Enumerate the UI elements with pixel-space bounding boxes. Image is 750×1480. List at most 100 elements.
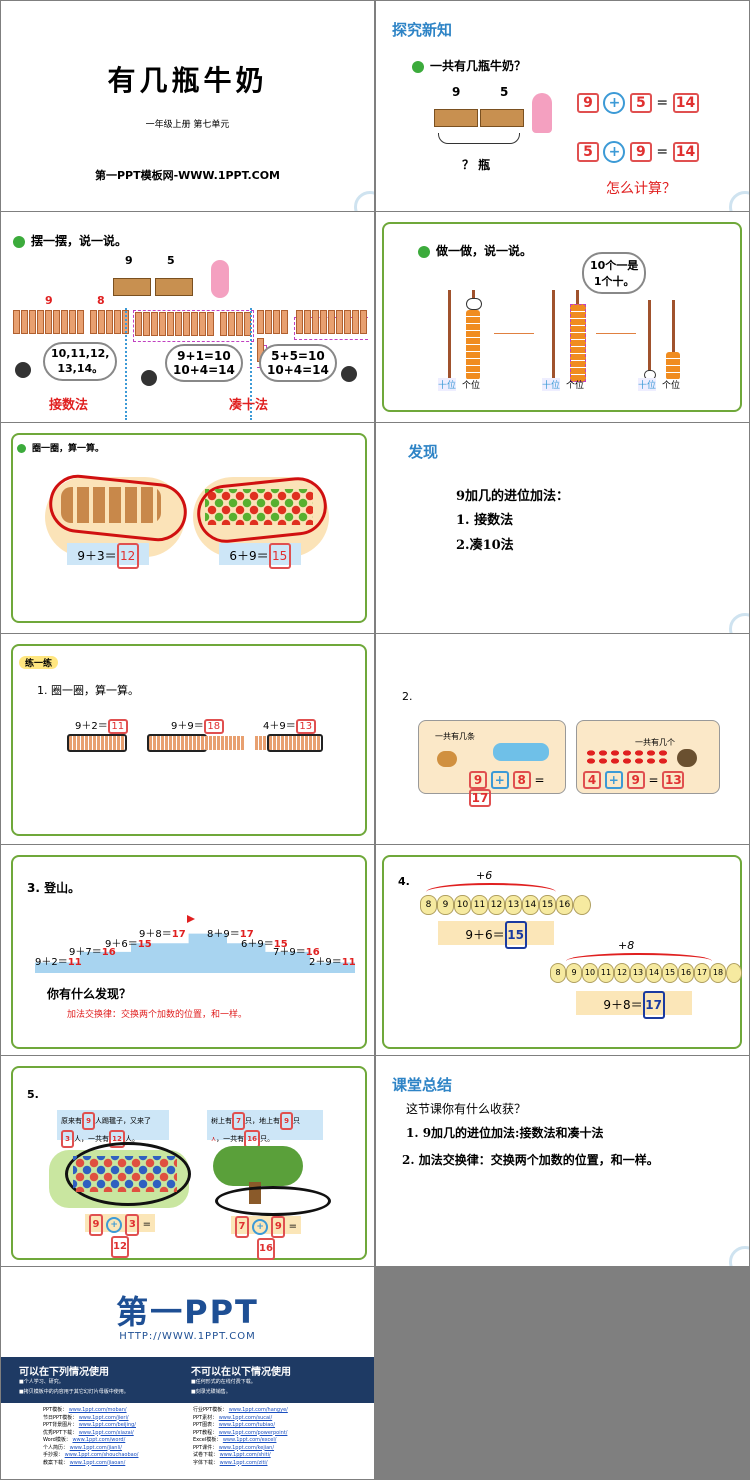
slide1-title: 有几瓶牛奶	[107, 64, 268, 97]
practice-badge: 练一练	[19, 656, 59, 669]
abacus-1	[442, 290, 486, 390]
slide6-line1: 9加几的进位加法：	[456, 489, 570, 504]
slide6-line3: 2.凑10法	[456, 538, 514, 553]
slide-practice-1: 练一练 1. 圈一圈，算一算。 9＋2＝11 9＋9＝18 4＋9＝13	[1, 634, 374, 844]
slide4-question: 做一做，说一说。	[436, 244, 533, 258]
slide-explore: 探究新知 一共有几瓶牛奶？ 9 5 ？ 瓶 9 + 5 = 14 5 + 9 =…	[376, 1, 749, 211]
abacus-1-ones-label: 个位	[462, 381, 481, 391]
milk-crate-icon	[434, 109, 478, 127]
abacus-2-tens-label: 十位	[542, 378, 561, 391]
left-count: 9	[452, 85, 461, 99]
bullet-icon	[412, 60, 424, 73]
slide-circle: 圈一圈，算一算。 9＋3＝12 6＋9＝15	[1, 423, 374, 633]
eq3: 4＋9＝13	[263, 717, 316, 734]
link[interactable]: www.1ppt.com/kejian/	[218, 1444, 275, 1451]
caterpillar-head-icon	[726, 963, 742, 983]
slide8-num: 2.	[402, 690, 413, 703]
hop-arc-2	[566, 953, 712, 969]
method-make-ten: 凑十法	[229, 398, 269, 413]
link[interactable]: www.1ppt.com/excel/	[222, 1437, 277, 1443]
apple-icons	[205, 489, 313, 525]
eq1-card: 9 + 3 = 12	[85, 1214, 155, 1258]
corner-decoration	[729, 191, 749, 211]
equation-2: 5 + 9 = 14	[577, 141, 699, 163]
divider-2	[250, 308, 252, 420]
step-eq-3: 9＋6＝15	[105, 939, 152, 950]
link[interactable]: www.1ppt.com/jianli/	[69, 1444, 122, 1451]
slide7-item: 1. 圈一圈，算一算。	[37, 684, 139, 697]
slide2-question-row: 一共有几瓶牛奶？	[412, 57, 526, 74]
mushroom-icons	[585, 749, 669, 765]
method-counting: 接数法	[49, 398, 89, 413]
abacus-3-ones-label: 个位	[662, 381, 681, 391]
bead-bar-2-extra	[205, 736, 245, 750]
caterpillar-2: 8 9 10 11 12 13 14 15 16 17 18	[550, 963, 742, 983]
arrow-icon	[494, 333, 534, 334]
link[interactable]: www.1ppt.com/ziti/	[219, 1459, 268, 1466]
kids-icons	[73, 1156, 177, 1192]
girl-icon	[532, 93, 552, 133]
milk-crate-icon	[113, 278, 151, 296]
link[interactable]: www.1ppt.com/sucai/	[218, 1414, 273, 1421]
plus-six: +6	[476, 869, 493, 882]
right-count: 5	[500, 85, 509, 99]
abacus-2	[546, 290, 590, 390]
link[interactable]: www.1ppt.com/beijing/	[78, 1422, 136, 1428]
link[interactable]: www.1ppt.com/jieri/	[78, 1414, 129, 1421]
link[interactable]: www.1ppt.com/xiazai/	[78, 1429, 134, 1436]
caterpillar-head-icon	[573, 895, 591, 915]
abacus-3	[642, 300, 686, 390]
slide-discover: 发现 9加几的进位加法： 1. 接数法 2.凑10法	[376, 423, 749, 633]
commutative-rule: 加法交换律：交换两个加数的位置，和一样。	[67, 1010, 248, 1020]
bird-icon: ⋏	[211, 1135, 217, 1143]
cat-icon	[437, 751, 457, 767]
summary-point-2: 2. 加法交换律：交换两个加数的位置，和一样。	[402, 1153, 659, 1167]
link[interactable]: www.1ppt.com/shouchaobao/	[64, 1452, 139, 1458]
slide-summary: 课堂总结 这节课你有什么收获？ 1. 9加几的进位加法:接数法和凑十法 2. 加…	[376, 1056, 749, 1266]
cat-icons	[61, 487, 161, 523]
kid-icon	[341, 366, 357, 382]
link[interactable]: www.1ppt.com/hangye/	[228, 1407, 288, 1413]
slide5-question: 圈一圈，算一算。	[32, 444, 105, 454]
left-eight: 8	[97, 294, 105, 307]
bead-bar-3-extra	[255, 736, 267, 750]
kid-icon	[141, 370, 157, 386]
slide6-line2: 1. 接数法	[456, 513, 514, 528]
eq2-card: 7 + 9 = 16	[231, 1216, 301, 1260]
slide5-question-row: 圈一圈，算一算。	[17, 441, 104, 454]
brand-url: HTTP://WWW.1PPT.COM	[119, 1331, 256, 1342]
link[interactable]: www.1ppt.com/word/	[72, 1437, 126, 1443]
link[interactable]: www.1ppt.com/shiti/	[219, 1452, 271, 1458]
bubble-counting: 10,11,12, 13,14。	[43, 342, 118, 381]
top-nine: 9	[125, 254, 133, 267]
arrow-icon	[596, 333, 636, 334]
slide1-subtitle: 一年级上册 第七单元	[145, 120, 230, 130]
sticks-group-1	[13, 310, 130, 338]
cloud-ten-ones: 10个一是 1个十。	[582, 252, 647, 294]
fish-bowls-icon	[493, 743, 549, 761]
step-eq-1: 9＋2＝11	[35, 957, 82, 968]
step-eq-8: 2＋9＝11	[309, 957, 356, 968]
slide1-footer: 第一PPT模板网-WWW.1PPT.COM	[94, 169, 281, 182]
caterpillar-1: 8 9 10 11 12 13 14 15 16	[420, 895, 591, 915]
link[interactable]: www.1ppt.com/moban/	[68, 1407, 127, 1413]
slide3-question: 摆一摆，说一说。	[31, 234, 128, 248]
birds-circle	[215, 1186, 331, 1216]
girl-icon	[211, 260, 229, 298]
links-left: PPT模板： www.1ppt.com/moban/ 节日PPT模板： www.…	[43, 1407, 139, 1466]
link[interactable]: www.1ppt.com/tubiao/	[218, 1422, 276, 1428]
fish-panel: 一共有几条 9 + 8 = 17	[418, 720, 566, 807]
bead-bar-2	[147, 734, 207, 752]
corner-decoration	[729, 613, 749, 633]
step-eq-6: 6＋9＝15	[241, 939, 288, 950]
mushroom-panel: 一共有几个 4 + 9 = 13	[576, 720, 720, 794]
link[interactable]: www.1ppt.com/jiaoan/	[69, 1459, 126, 1466]
slide-caterpillar: 4. +6 8 9 10 11 12 13 14 15 16 9＋6＝15 +8…	[376, 845, 749, 1055]
brace	[438, 133, 520, 144]
link[interactable]: www.1ppt.com/powerpoint/	[218, 1429, 288, 1436]
slide9-num: 3. 登山。	[27, 881, 81, 895]
plus-eight: +8	[618, 939, 635, 952]
left-nine: 9	[45, 294, 53, 307]
abacus-1-tens-label: 十位	[438, 378, 457, 391]
